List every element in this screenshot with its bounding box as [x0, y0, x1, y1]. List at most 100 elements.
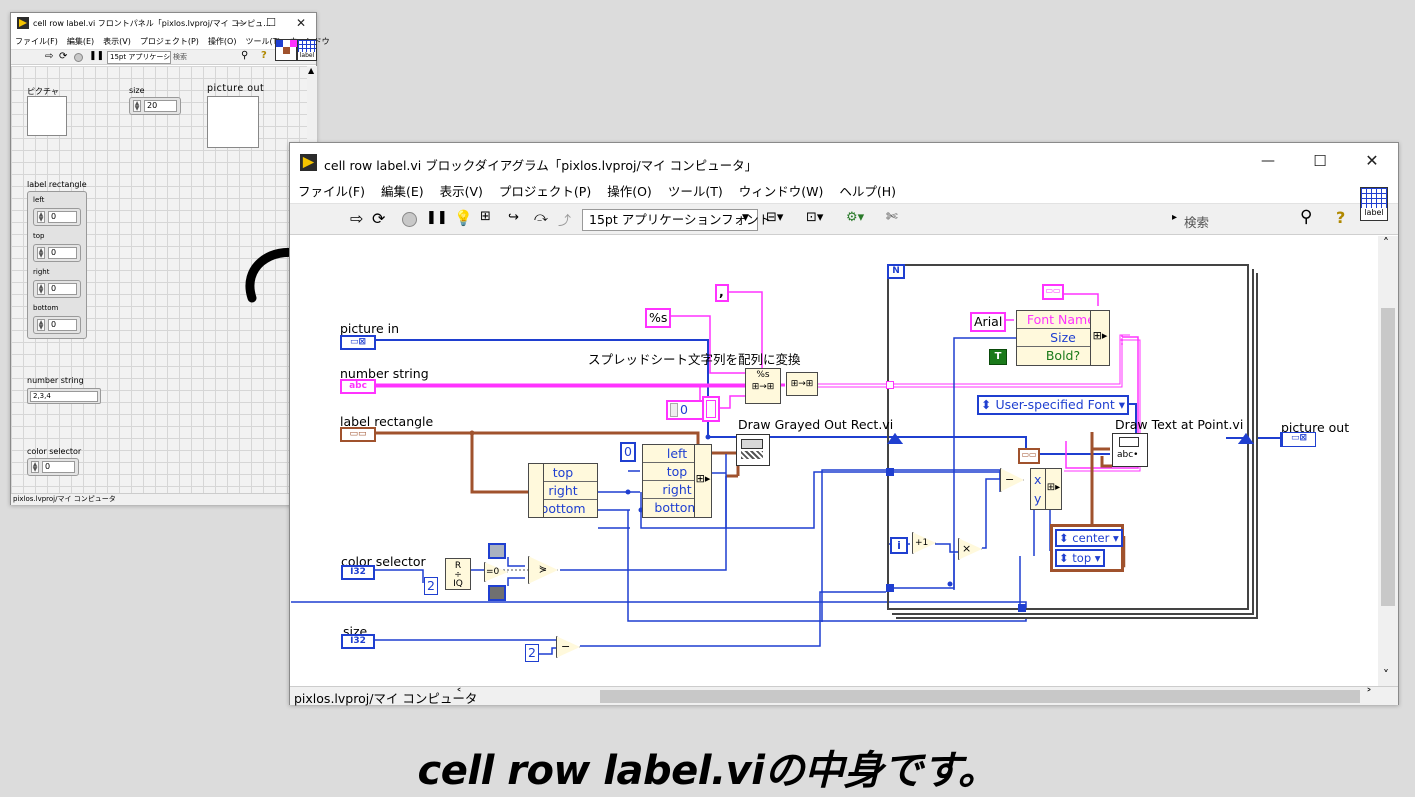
vi-icon[interactable]: label [1360, 187, 1388, 221]
block-diagram-vscroll[interactable]: ˄ ˅ [1378, 236, 1398, 686]
scroll-up-icon[interactable]: ▲ [308, 66, 315, 75]
font-select[interactable]: 15pt アプリケーショ [107, 51, 171, 64]
vi-icon[interactable]: label [297, 39, 317, 61]
array-to-cluster-node[interactable]: ⊞→⊞ [786, 372, 818, 396]
halign-enum[interactable]: ⬍ center ▾ [1055, 529, 1123, 547]
pause-icon[interactable]: ❚❚ [89, 51, 105, 61]
pause-icon[interactable]: ❚❚ [426, 210, 448, 225]
alignment-cluster[interactable]: ⬍ center ▾ ⬍ top ▾ [1050, 524, 1124, 572]
run-continuous-icon[interactable]: ⟳ [372, 209, 386, 228]
picture-control[interactable] [27, 96, 67, 136]
search-icon[interactable]: ⚲ [241, 50, 249, 61]
block-diagram-titlebar[interactable]: cell row label.vi ブロックダイアグラム「pixlos.lvpr… [290, 143, 1398, 181]
picture-in-terminal[interactable]: ▭⊠ [340, 335, 376, 350]
quotient-remainder-node[interactable]: R÷IQ [445, 558, 471, 590]
loop-count-terminal[interactable]: N [887, 264, 905, 279]
front-panel-titlebar[interactable]: cell row label.vi フロントパネル「pixlos.lvproj/… [11, 13, 316, 35]
draw-text-at-point-subvi[interactable]: abc• [1112, 433, 1148, 467]
abort-icon[interactable] [74, 53, 83, 62]
search-icon[interactable]: ⚲ [1300, 207, 1313, 227]
point-bundle[interactable]: x y ⊞▸ [1030, 468, 1062, 510]
run-arrow-icon[interactable]: ⇨ [45, 51, 54, 62]
arial-constant[interactable]: Arial [970, 312, 1007, 332]
menu-operate[interactable]: 操作(O) [607, 184, 652, 199]
boolean-true-constant[interactable]: T [989, 349, 1007, 365]
retain-wire-values-icon[interactable]: ⊞ [480, 209, 491, 224]
block-diagram-canvas[interactable]: N i picture in ▭⊠ number string abc labe… [290, 236, 1378, 686]
step-out-icon[interactable]: ⤴ [558, 214, 572, 229]
reorder-icon[interactable]: ⚙▾ [846, 210, 865, 225]
connector-pane-icon[interactable] [275, 39, 297, 61]
help-icon[interactable]: ? [1336, 208, 1346, 227]
two-constant-b[interactable]: 2 [525, 644, 539, 662]
gray-color-constant-a[interactable] [488, 543, 506, 559]
right-numeric[interactable]: ▲▼0 [33, 280, 81, 298]
label-rectangle-terminal[interactable]: ▭▭ [340, 427, 376, 442]
menu-window[interactable]: ウィンドウ(W) [738, 184, 824, 199]
top-numeric[interactable]: ▲▼0 [33, 244, 81, 262]
align-objects-icon[interactable]: ⊟▾ [766, 210, 784, 225]
scroll-right-icon[interactable]: ˃ [1366, 687, 1372, 701]
step-into-icon[interactable]: ↪ [508, 210, 519, 225]
font-mode-enum[interactable]: ⬍ User-specified Font ▾ [977, 395, 1130, 415]
menu-help[interactable]: ヘルプ(H) [839, 184, 896, 199]
menu-edit[interactable]: 編集(E) [380, 184, 424, 199]
hscroll-thumb[interactable] [600, 690, 1360, 703]
help-icon[interactable]: ? [261, 50, 267, 61]
labview-vi-icon [300, 154, 317, 171]
run-continuous-icon[interactable]: ⟳ [59, 51, 68, 62]
valign-enum[interactable]: ⬍ top ▾ [1055, 549, 1105, 567]
comma-constant[interactable]: , [715, 284, 729, 302]
bottom-numeric[interactable]: ▲▼0 [33, 316, 81, 334]
chevron-down-icon[interactable]: ▼ [742, 213, 749, 223]
abort-icon[interactable] [402, 212, 417, 227]
gray-color-constant-b[interactable] [488, 585, 506, 601]
highlight-execution-icon[interactable]: 💡 [454, 209, 473, 227]
format-constant[interactable]: %s [645, 308, 672, 328]
draw-grayed-out-rect-subvi[interactable] [736, 434, 770, 466]
zero-constant[interactable]: 0 [620, 442, 636, 462]
scroll-down-icon[interactable]: ˅ [1383, 668, 1389, 682]
distribute-objects-icon[interactable]: ⊡▾ [806, 210, 824, 225]
menu-view[interactable]: 表示(V) [439, 184, 483, 199]
step-over-icon[interactable]: ⤼ [534, 210, 548, 225]
size-terminal[interactable]: I32 [341, 634, 375, 649]
loop-iteration-terminal[interactable]: i [890, 537, 908, 554]
close-button[interactable]: ✕ [295, 16, 307, 30]
empty-string-array[interactable] [702, 396, 720, 422]
color-selector-terminal[interactable]: I32 [341, 565, 375, 580]
cleanup-diagram-icon[interactable]: ✄ [886, 209, 898, 225]
label-rect-cluster[interactable]: left ▲▼0 top ▲▼0 right ▲▼0 bottom ▲▼0 [27, 191, 87, 339]
font-select[interactable]: 15pt アプリケーションフォント [582, 209, 771, 231]
menu-operate[interactable]: 操作(O) [207, 37, 237, 46]
left-numeric[interactable]: ▲▼0 [33, 208, 81, 226]
size-numeric[interactable]: ▲▼ 20 [129, 97, 181, 115]
maximize-button[interactable]: ☐ [266, 16, 276, 29]
menu-tools[interactable]: ツール(T) [245, 37, 281, 46]
menu-project[interactable]: プロジェクト(P) [139, 37, 199, 46]
zero-constant-array[interactable]: 0 [666, 400, 704, 420]
menu-edit[interactable]: 編集(E) [66, 37, 95, 46]
search-input[interactable]: 検索 [173, 53, 187, 61]
scroll-left-icon[interactable]: ˂ [456, 687, 462, 701]
search-toggle-icon[interactable]: ▸ [1172, 212, 1178, 223]
minimize-button[interactable]: — [235, 16, 247, 29]
scroll-up-icon[interactable]: ˄ [1383, 236, 1389, 250]
two-constant-a[interactable]: 2 [424, 577, 438, 595]
vscroll-thumb[interactable] [1381, 308, 1395, 606]
maximize-button[interactable]: ☐ [1313, 152, 1327, 170]
minimize-button[interactable]: — [1261, 153, 1275, 169]
number-string-control[interactable]: 2,3,4 [27, 388, 101, 404]
run-arrow-icon[interactable]: ⇨ [350, 209, 364, 228]
search-input[interactable]: 検索 [1184, 215, 1210, 230]
number-string-terminal[interactable]: abc [340, 379, 376, 394]
menu-file[interactable]: ファイル(F) [298, 184, 365, 199]
menu-view[interactable]: 表示(V) [103, 37, 131, 46]
color-selector-numeric[interactable]: ▲▼0 [27, 458, 79, 476]
menu-project[interactable]: プロジェクト(P) [498, 184, 592, 199]
menu-file[interactable]: ファイル(F) [15, 37, 58, 46]
spreadsheet-to-array-node[interactable]: %s⊞→⊞ [745, 368, 781, 404]
menu-tools[interactable]: ツール(T) [667, 184, 723, 199]
close-button[interactable]: ✕ [1365, 151, 1379, 170]
front-panel-canvas[interactable]: ピクチャ size ▲▼ 20 picture out label rectan… [11, 66, 307, 493]
